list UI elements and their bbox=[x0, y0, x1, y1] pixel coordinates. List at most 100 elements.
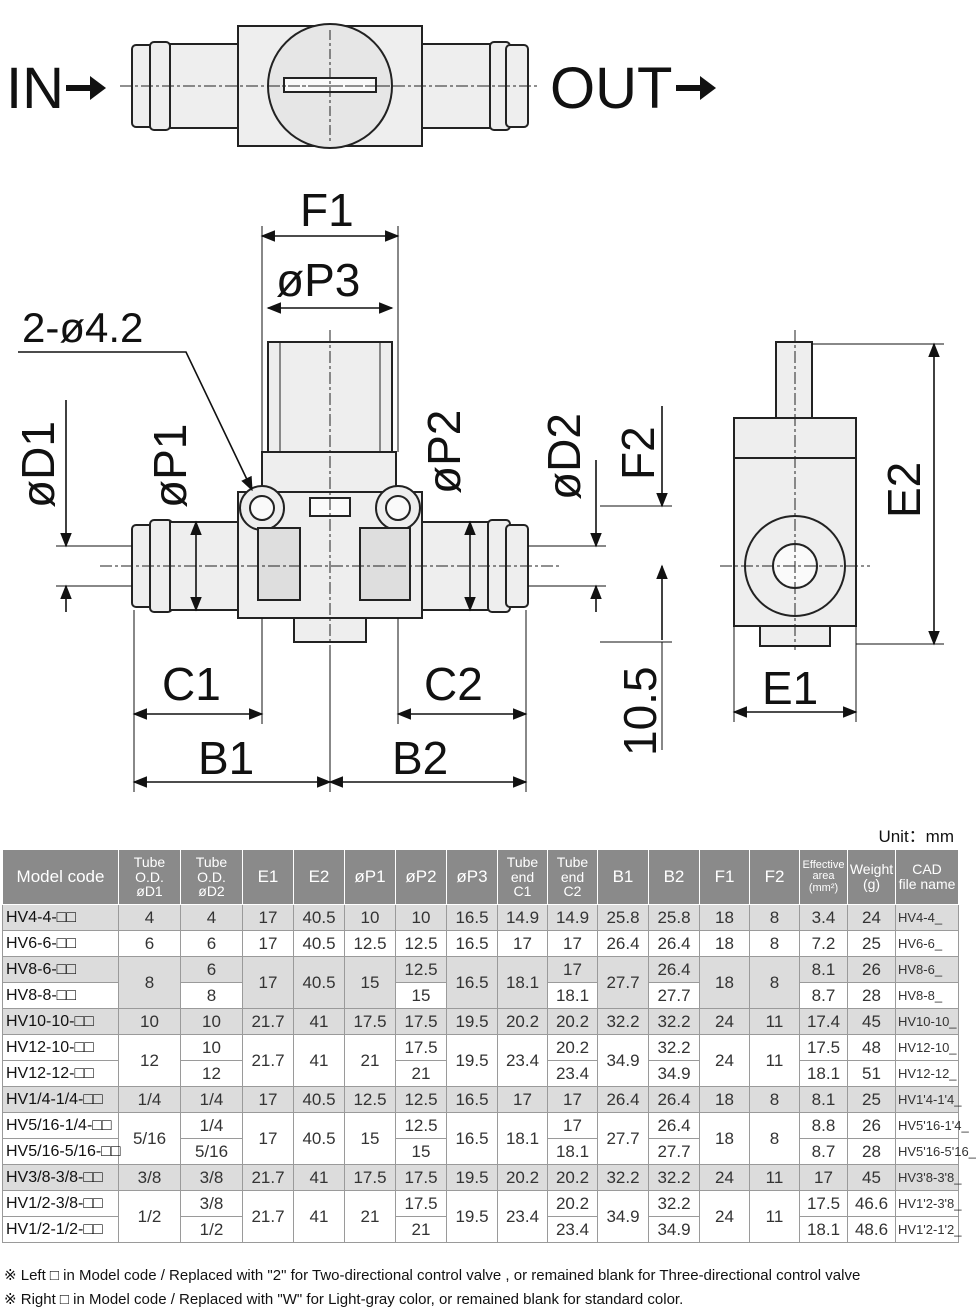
cell-c2: 20.2 bbox=[547, 1034, 598, 1061]
dim-d2-label: øD2 bbox=[538, 413, 590, 500]
cell-cad: HV1'2-3'8_ bbox=[895, 1190, 962, 1217]
cell-c2: 18.1 bbox=[547, 1138, 598, 1165]
header-e1: E1 bbox=[242, 849, 294, 905]
cell-d2: 5/16 bbox=[180, 1138, 243, 1165]
cell-cad: HV8-8_ bbox=[895, 982, 959, 1009]
cell-p1: 15 bbox=[344, 1112, 396, 1165]
cell-weight: 24 bbox=[847, 904, 896, 931]
header-p2: øP2 bbox=[395, 849, 447, 905]
cell-e2: 41 bbox=[293, 1008, 345, 1035]
footnote-right-box: ※ Right □ in Model code / Replaced with … bbox=[4, 1291, 684, 1308]
cell-p2: 12.5 bbox=[395, 1112, 447, 1139]
cell-c2: 17 bbox=[547, 956, 598, 983]
cell-weight: 45 bbox=[847, 1008, 896, 1035]
cell-d2: 3/8 bbox=[180, 1190, 243, 1217]
cell-f1: 18 bbox=[699, 1112, 750, 1165]
cell-weight: 28 bbox=[847, 982, 896, 1009]
cell-d1: 12 bbox=[118, 1034, 181, 1087]
cell-effective-area: 18.1 bbox=[799, 1060, 848, 1087]
cell-c2: 17 bbox=[547, 1086, 598, 1113]
cell-p1: 15 bbox=[344, 956, 396, 1009]
cell-b2: 32.2 bbox=[648, 1034, 700, 1061]
cell-c1: 23.4 bbox=[497, 1034, 548, 1087]
header-b1: B1 bbox=[597, 849, 649, 905]
cell-e1: 17 bbox=[242, 956, 294, 1009]
cell-c2: 17 bbox=[547, 930, 598, 957]
cell-c2: 14.9 bbox=[547, 904, 598, 931]
cell-b1: 32.2 bbox=[597, 1008, 649, 1035]
cell-d2: 3/8 bbox=[180, 1164, 243, 1191]
cell-f1: 24 bbox=[699, 1034, 750, 1087]
cell-cad: HV10-10_ bbox=[895, 1008, 959, 1035]
cell-p2: 17.5 bbox=[395, 1034, 447, 1061]
cell-e2: 41 bbox=[293, 1190, 345, 1243]
cell-model: HV10-10-□□ bbox=[2, 1008, 119, 1035]
cell-f2: 11 bbox=[749, 1034, 800, 1087]
dim-hole-label: 2-ø4.2 bbox=[22, 304, 143, 351]
header-b2: B2 bbox=[648, 849, 700, 905]
cell-c1: 20.2 bbox=[497, 1164, 548, 1191]
cell-b2: 34.9 bbox=[648, 1216, 700, 1243]
dimension-lines bbox=[18, 226, 944, 792]
table-row: HV8-8-□□ 8 15 18.1 27.7 8.7 28 HV8-8_ bbox=[2, 982, 959, 1009]
cell-effective-area: 8.1 bbox=[799, 1086, 848, 1113]
cell-effective-area: 7.2 bbox=[799, 930, 848, 957]
cell-d1: 8 bbox=[118, 956, 181, 1009]
spec-table-header: Model code Tube O.D.øD1 Tube O.D.øD2 E1 … bbox=[2, 849, 959, 905]
cell-p1: 21 bbox=[344, 1034, 396, 1087]
cell-d2: 4 bbox=[180, 904, 243, 931]
cell-e1: 21.7 bbox=[242, 1008, 294, 1035]
cell-b1: 27.7 bbox=[597, 1112, 649, 1165]
cell-c2: 20.2 bbox=[547, 1190, 598, 1217]
cell-p3: 19.5 bbox=[446, 1034, 498, 1087]
cell-e1: 17 bbox=[242, 904, 294, 931]
cell-f2: 8 bbox=[749, 1086, 800, 1113]
cell-model: HV12-10-□□ bbox=[2, 1034, 119, 1061]
cell-d1: 1/2 bbox=[118, 1190, 181, 1243]
cell-p2: 21 bbox=[395, 1216, 447, 1243]
valve-dimension-drawing: IN OUT bbox=[6, 23, 944, 792]
cell-f2: 8 bbox=[749, 1112, 800, 1165]
header-f2: F2 bbox=[749, 849, 800, 905]
cell-p2: 21 bbox=[395, 1060, 447, 1087]
cell-b2: 32.2 bbox=[648, 1164, 700, 1191]
cell-p3: 16.5 bbox=[446, 1112, 498, 1165]
dim-f1-label: F1 bbox=[300, 184, 354, 236]
cell-p2: 15 bbox=[395, 982, 447, 1009]
table-row: HV1/2-3/8-□□ 1/2 3/8 21.7 41 21 17.5 19.… bbox=[2, 1190, 962, 1243]
cell-b2: 26.4 bbox=[648, 1112, 700, 1139]
cell-e1: 17 bbox=[242, 1086, 294, 1113]
table-row: HV6-6-□□ 6 6 17 40.5 12.5 12.5 16.5 17 1… bbox=[2, 930, 959, 957]
cell-model: HV1/2-3/8-□□ bbox=[2, 1190, 119, 1217]
header-effective-area: Effective area(mm²) bbox=[799, 849, 848, 905]
dim-d1-label: øD1 bbox=[12, 421, 64, 508]
cell-f1: 24 bbox=[699, 1164, 750, 1191]
cell-f2: 8 bbox=[749, 930, 800, 957]
header-weight: Weight(g) bbox=[847, 849, 896, 905]
cell-p3: 19.5 bbox=[446, 1190, 498, 1243]
cell-e1: 17 bbox=[242, 930, 294, 957]
cell-effective-area: 17 bbox=[799, 1164, 848, 1191]
dim-f2-label: F2 bbox=[612, 426, 664, 480]
dim-c1-label: C1 bbox=[162, 658, 221, 710]
cell-b2: 26.4 bbox=[648, 930, 700, 957]
cell-d2: 10 bbox=[180, 1034, 243, 1061]
port-in-label: IN bbox=[6, 56, 64, 121]
cell-c1: 17 bbox=[497, 1086, 548, 1113]
cell-model: HV6-6-□□ bbox=[2, 930, 119, 957]
cell-weight: 45 bbox=[847, 1164, 896, 1191]
cell-b1: 34.9 bbox=[597, 1190, 649, 1243]
cell-effective-area: 18.1 bbox=[799, 1216, 848, 1243]
cell-p2: 10 bbox=[395, 904, 447, 931]
cell-p2: 12.5 bbox=[395, 956, 447, 983]
cell-c1: 20.2 bbox=[497, 1008, 548, 1035]
cell-p2: 12.5 bbox=[395, 1086, 447, 1113]
top-view bbox=[120, 23, 540, 149]
cell-b2: 26.4 bbox=[648, 1086, 700, 1113]
cell-b1: 26.4 bbox=[597, 1086, 649, 1113]
cell-model: HV12-12-□□ bbox=[2, 1060, 119, 1087]
cell-p3: 16.5 bbox=[446, 904, 498, 931]
in-arrow-icon bbox=[90, 76, 106, 100]
